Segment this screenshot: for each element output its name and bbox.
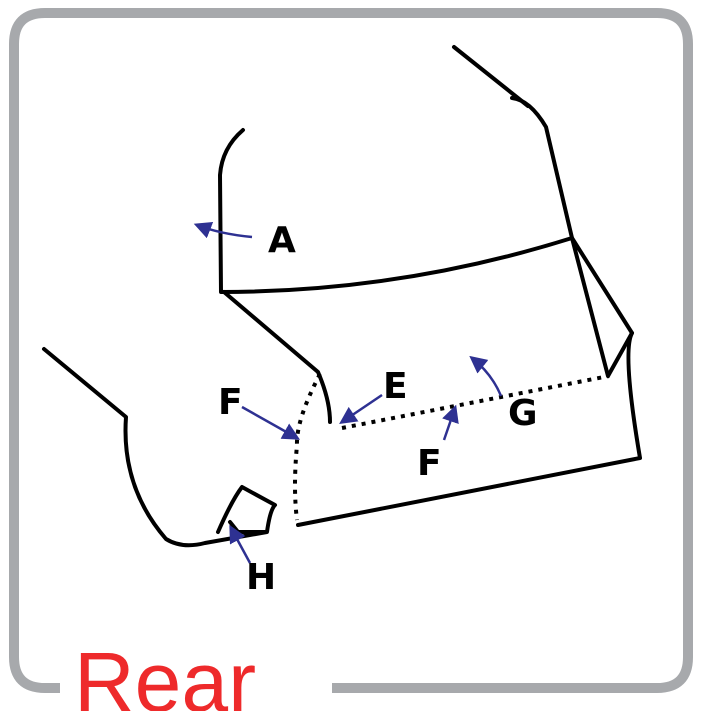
arrow-a <box>193 221 253 239</box>
label-g: G <box>508 393 538 434</box>
label-h: H <box>246 557 276 598</box>
right-flap <box>570 236 634 378</box>
lower-panel-outline <box>222 290 642 527</box>
left-lobe-outline <box>42 347 277 548</box>
view-caption: Rear <box>74 635 256 711</box>
upper-panel-outline <box>218 96 574 294</box>
arrow-f-left <box>241 405 301 440</box>
arrow-h <box>229 524 252 564</box>
label-f-bottom: F <box>417 443 442 484</box>
frame-border <box>9 8 693 693</box>
label-a: A <box>268 220 296 261</box>
arrow-f-bottom <box>442 404 459 441</box>
arrow-e <box>339 393 383 424</box>
arrow-g <box>469 355 503 397</box>
label-f-left: F <box>218 382 243 423</box>
label-e: E <box>383 366 408 407</box>
fold-line-left <box>293 373 322 521</box>
pocket-outline <box>228 520 268 534</box>
upper-tail-line <box>452 45 530 108</box>
